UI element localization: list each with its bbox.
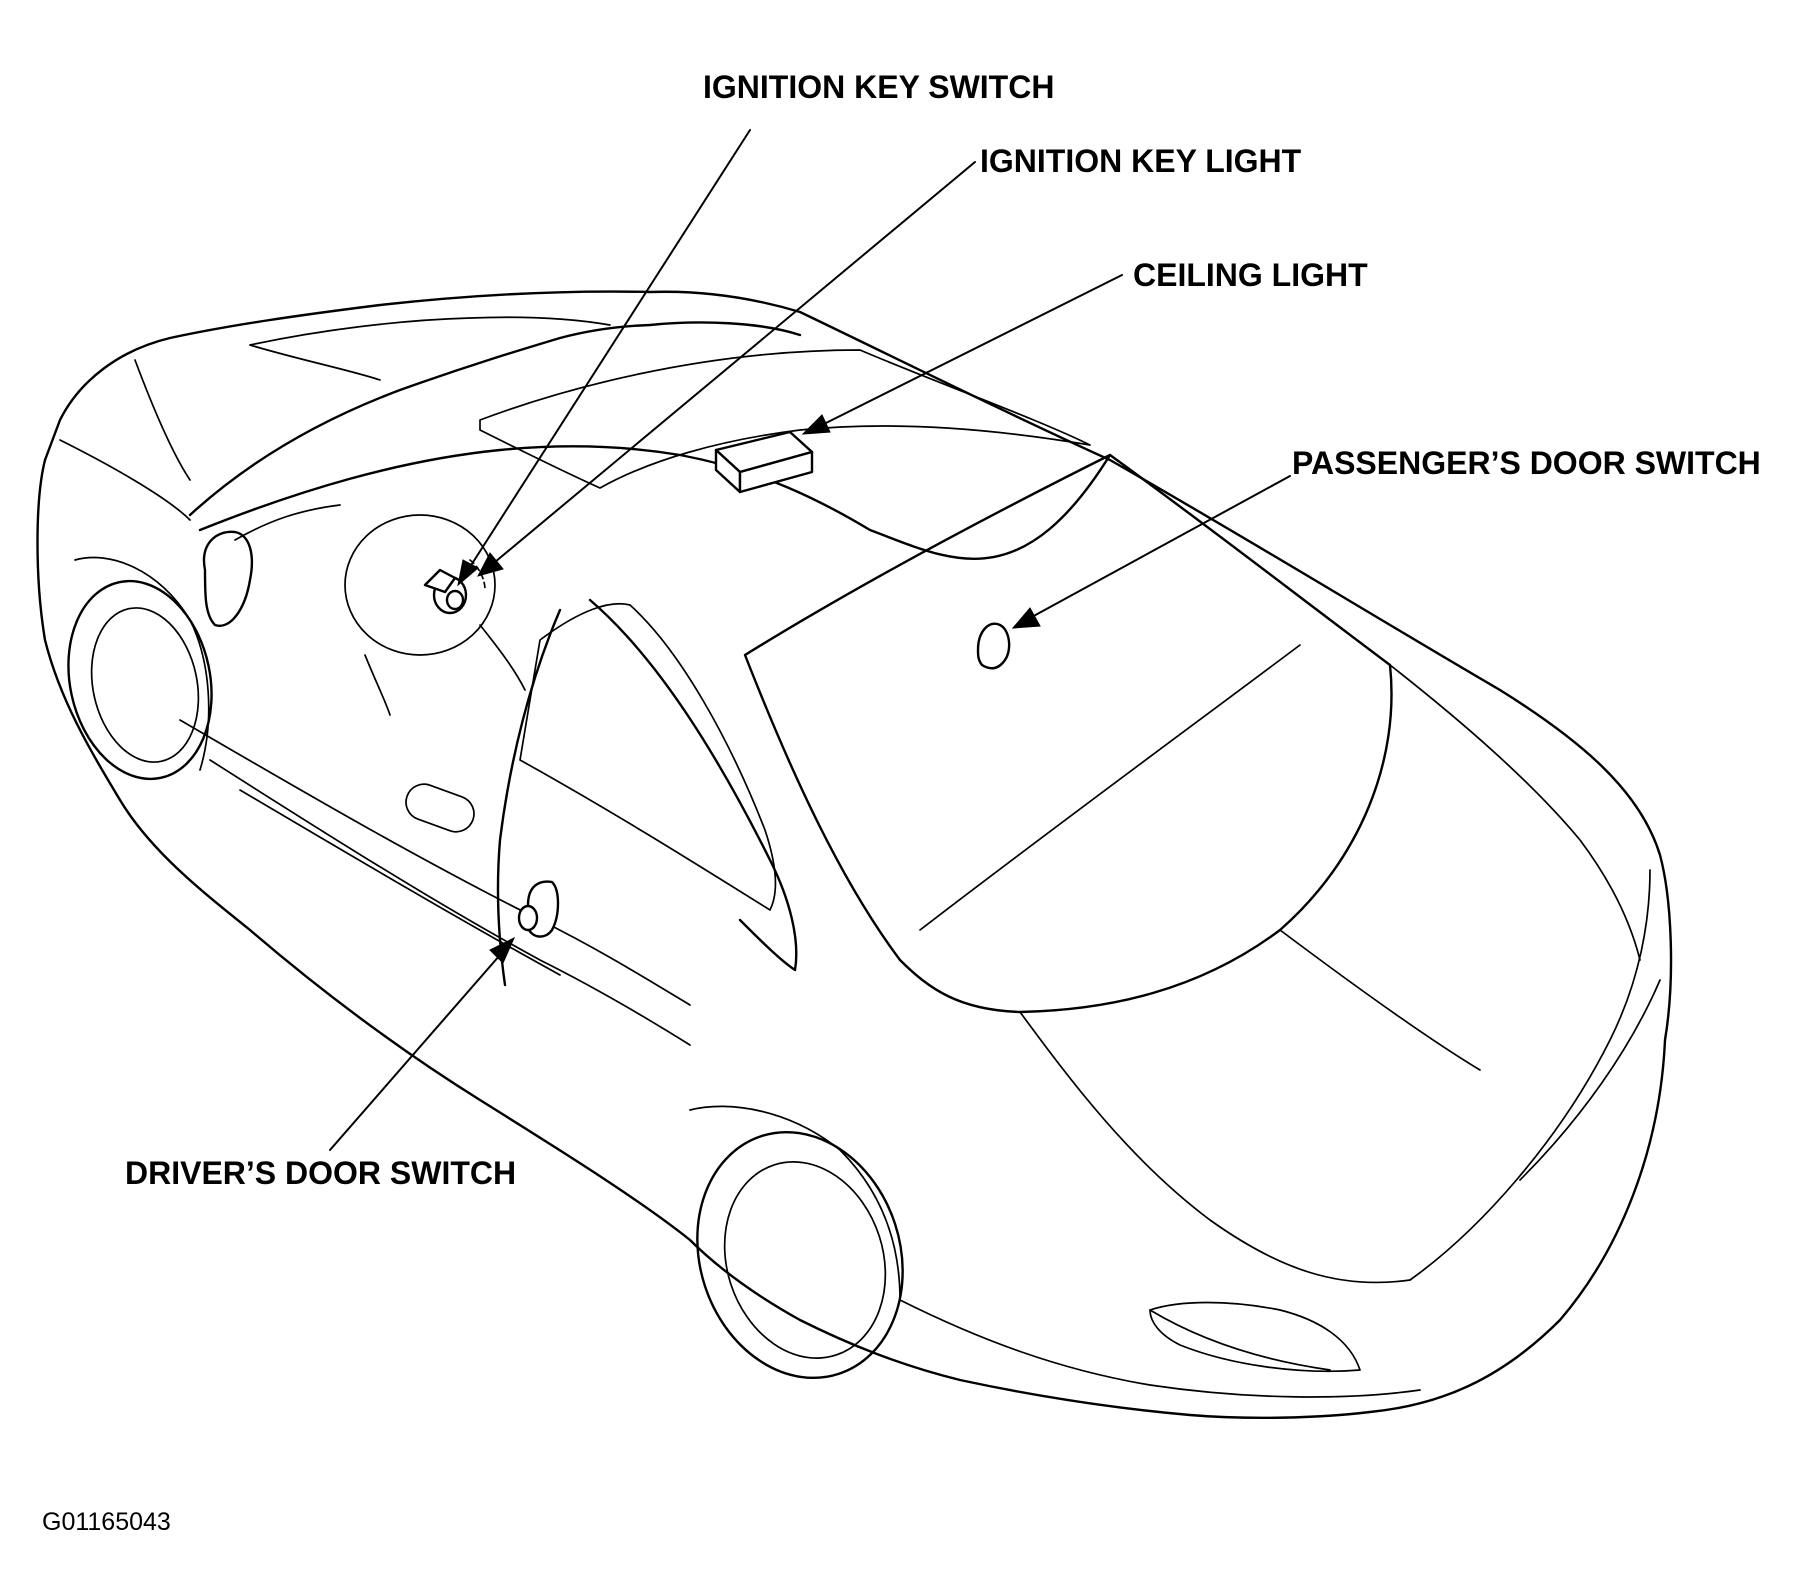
rear-window	[188, 321, 802, 517]
ignition-key-switch-component	[423, 559, 486, 615]
callout-labels: IGNITION KEY SWITCH IGNITION KEY LIGHT C…	[42, 69, 1761, 1536]
rear-deck	[249, 316, 611, 381]
leader-ceiling-light	[821, 274, 1123, 426]
front-wheel-rim	[723, 1161, 887, 1359]
car-outline	[36, 290, 1673, 1420]
steering-column	[364, 624, 526, 716]
callout-ignition-key-light: IGNITION KEY LIGHT	[980, 143, 1302, 179]
front-wheel-arch	[689, 1105, 901, 1301]
ceiling-light-component	[714, 430, 814, 494]
callout-ceiling-light: CEILING LIGHT	[1133, 257, 1368, 293]
rear-wheel-tire	[67, 579, 213, 781]
arrowhead-ceiling-light	[801, 414, 831, 435]
callout-ignition-key-switch: IGNITION KEY SWITCH	[703, 69, 1054, 105]
leader-drivers-door-switch	[329, 954, 501, 1151]
b-pillar	[496, 608, 562, 987]
arrowhead-ignition-key-switch	[457, 559, 479, 587]
front-fascia	[1519, 979, 1661, 1181]
figure-id: G01165043	[42, 1508, 171, 1536]
rear-door-glass	[234, 504, 341, 541]
arrowhead-ignition-key-light	[477, 552, 504, 577]
front-door-window	[519, 602, 777, 911]
arrowhead-passengers-door-switch	[1011, 607, 1041, 629]
front-wheel-tire	[696, 1130, 904, 1380]
front-bumper	[899, 1299, 1421, 1398]
arrowhead-drivers-door-switch	[489, 936, 516, 964]
leader-passengers-door-switch	[1029, 475, 1291, 619]
rear-wheel-rim	[90, 607, 200, 763]
trunk-lid	[59, 359, 191, 521]
door-handle	[405, 783, 475, 833]
drivers-door-switch-component	[517, 880, 560, 938]
leader-ignition-key-switch	[467, 129, 751, 571]
callout-drivers-door-switch: DRIVER’S DOOR SWITCH	[125, 1155, 516, 1191]
rear-wheel-arch	[74, 556, 210, 771]
a-pillar	[588, 598, 798, 972]
car-body-illustration	[36, 290, 1673, 1420]
headlight	[1149, 1301, 1361, 1373]
side-mirror	[202, 530, 254, 627]
rocker-line	[209, 759, 691, 1046]
hood-line	[1019, 929, 1481, 1284]
hood-crease	[1389, 664, 1641, 961]
windshield	[743, 453, 1393, 1014]
sunroof	[479, 349, 1091, 489]
steering-wheel	[344, 514, 496, 656]
front-corner	[1409, 869, 1651, 1281]
callout-passengers-door-switch: PASSENGER’S DOOR SWITCH	[1292, 445, 1761, 481]
leader-ignition-key-light	[494, 161, 976, 563]
passengers-door-switch-component	[976, 622, 1011, 670]
components	[423, 430, 1011, 938]
body-crease	[179, 719, 691, 1006]
leader-lines	[329, 129, 1291, 1151]
windshield-wiper	[919, 644, 1301, 931]
